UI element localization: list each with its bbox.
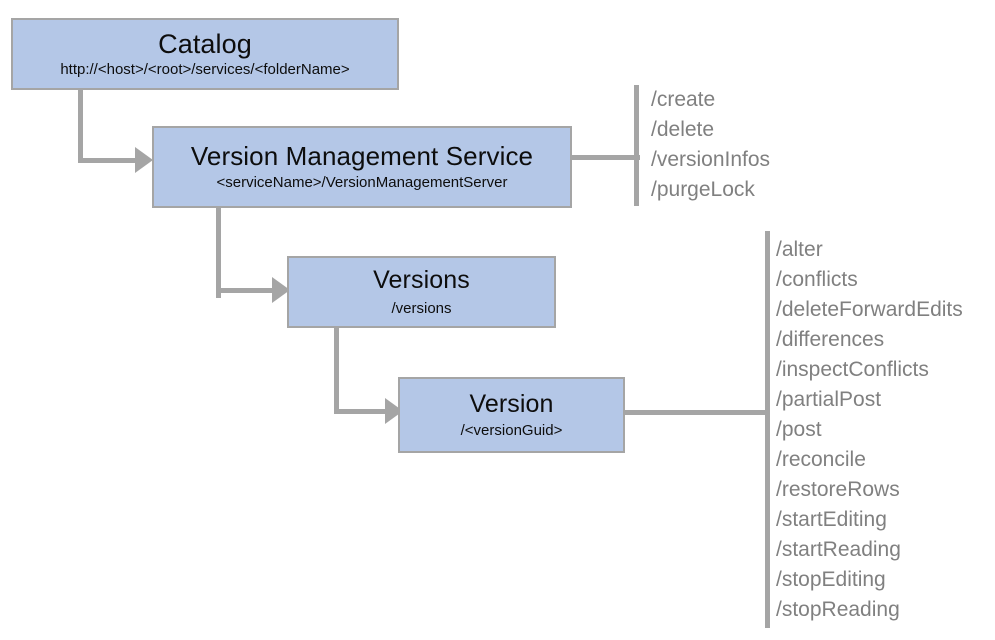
node-versions-title: Versions xyxy=(373,266,470,295)
arrowhead-service-to-versions-icon xyxy=(272,277,290,303)
version-operation: /post xyxy=(776,418,822,441)
version-operation: /partialPost xyxy=(776,388,882,411)
version-operation: /stopReading xyxy=(776,598,900,621)
connector-catalog-to-service-horizontal xyxy=(78,158,141,163)
node-version-management-service-subtitle: <serviceName>/VersionManagementServer xyxy=(216,174,508,192)
connector-service-to-versions-horizontal xyxy=(216,288,278,293)
node-versions: Versions /versions xyxy=(287,256,556,328)
connector-service-to-versions-vertical xyxy=(216,206,221,298)
version-operation: /startReading xyxy=(776,538,901,561)
arrowhead-catalog-to-service-icon xyxy=(135,147,153,173)
node-version-management-service: Version Management Service <serviceName>… xyxy=(152,126,572,208)
node-version-title: Version xyxy=(469,390,554,419)
node-catalog: Catalog http://<host>/<root>/services/<f… xyxy=(11,18,399,90)
node-version-management-service-title: Version Management Service xyxy=(190,141,534,172)
node-version: Version /<versionGuid> xyxy=(398,377,625,453)
version-operation: /differences xyxy=(776,328,885,351)
bracket-version-operations xyxy=(765,231,770,628)
connector-catalog-to-service-vertical xyxy=(78,88,83,163)
service-operation: /purgeLock xyxy=(651,178,755,201)
connector-version-to-operations xyxy=(623,410,769,415)
service-operations-list: /create/delete/versionInfos/purgeLock xyxy=(651,85,770,205)
connector-service-to-operations xyxy=(570,155,640,160)
service-operation: /versionInfos xyxy=(651,148,771,171)
version-operation: /alter xyxy=(776,238,823,261)
version-operation: /stopEditing xyxy=(776,568,886,591)
connector-versions-to-version-horizontal xyxy=(334,409,389,414)
version-operation: /deleteForwardEdits xyxy=(776,298,963,321)
version-operation: /startEditing xyxy=(776,508,887,531)
node-catalog-title: Catalog xyxy=(158,29,252,60)
connector-versions-to-version-vertical xyxy=(334,326,339,414)
version-operation: /restoreRows xyxy=(776,478,900,501)
service-operation: /create xyxy=(651,88,716,111)
version-operation: /reconcile xyxy=(776,448,866,471)
node-version-subtitle: /<versionGuid> xyxy=(460,422,563,440)
version-operation: /conflicts xyxy=(776,268,858,291)
version-operations-list: /alter/conflicts/deleteForwardEdits/diff… xyxy=(776,235,963,625)
bracket-service-operations xyxy=(634,85,639,206)
node-versions-subtitle: /versions xyxy=(391,300,452,318)
service-operation: /delete xyxy=(651,118,715,141)
version-operation: /inspectConflicts xyxy=(776,358,929,381)
node-catalog-subtitle: http://<host>/<root>/services/<folderNam… xyxy=(60,61,350,79)
